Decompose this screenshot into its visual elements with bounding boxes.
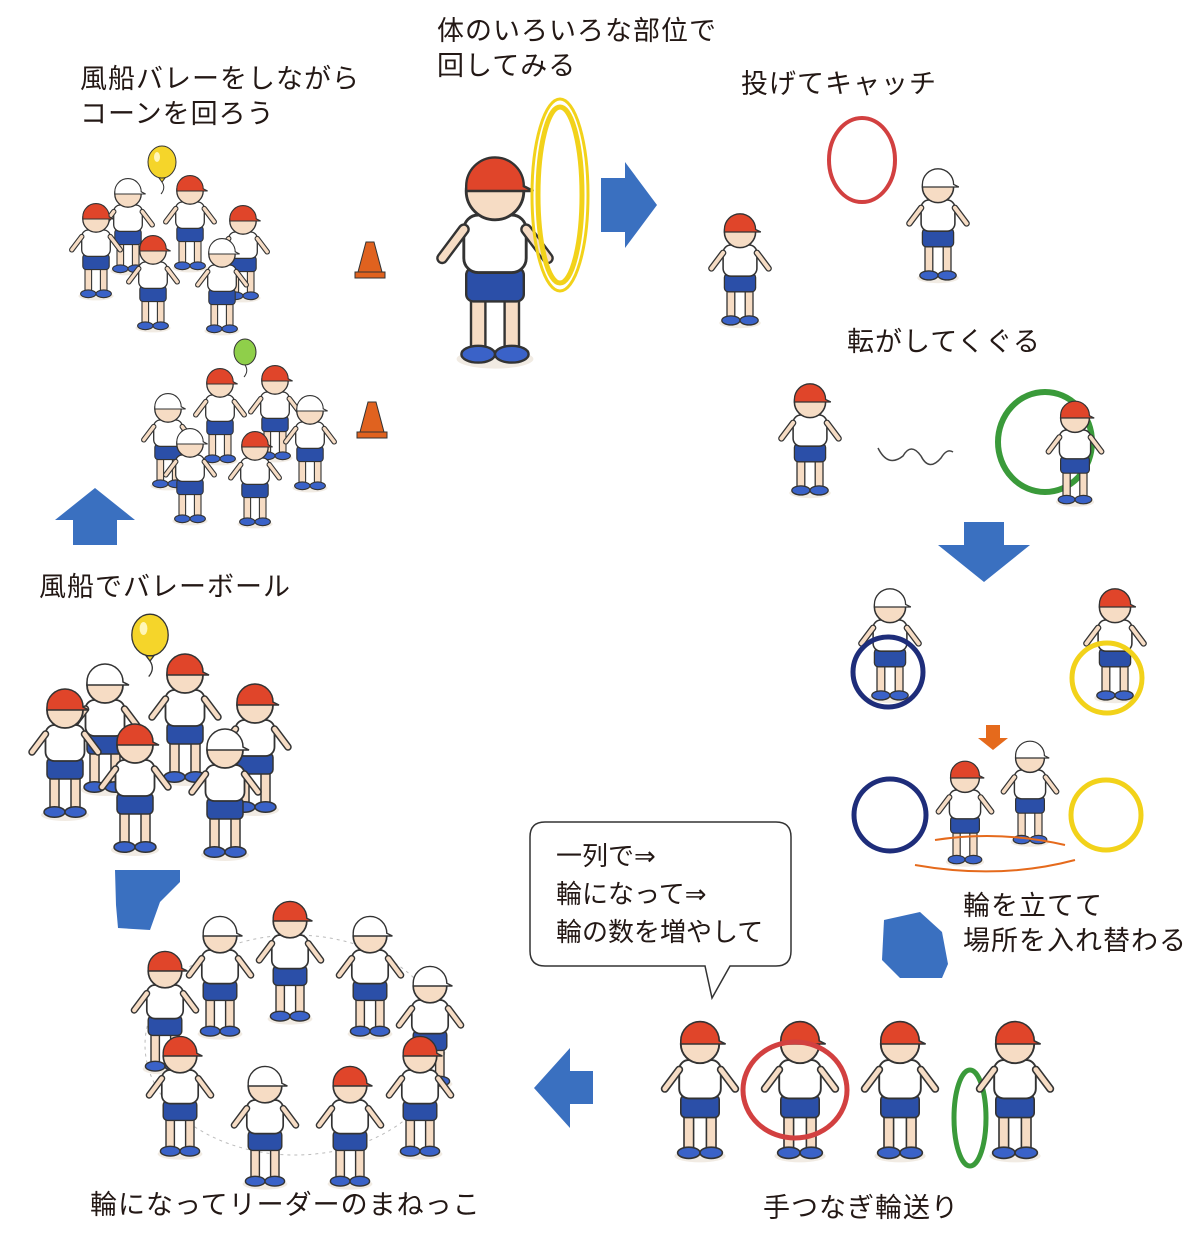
scene-leader: [134, 901, 461, 1189]
label-throw: 投げてキャッチ: [741, 69, 937, 100]
label-roll: 転がしてくぐる: [847, 327, 1041, 358]
scene-volley: [32, 613, 288, 861]
callout-bubble: [529, 821, 792, 1001]
arrow-up-left: [115, 870, 180, 930]
scene-throw: [711, 116, 966, 328]
label-swap: 輪を立てて 場所を入れ替わる: [963, 891, 1187, 957]
arrow-down-1: [938, 522, 1030, 582]
scene-roll: [781, 384, 1101, 507]
arrow-up: [55, 488, 135, 545]
label-leader: 輪になってリーダーのまねっこ: [90, 1190, 481, 1221]
label-cone: 風船バレーをしながら コーンを回ろう: [80, 64, 360, 130]
label-volley: 風船でバレーボール: [39, 572, 291, 603]
arrow-right: [601, 162, 657, 248]
arrow-down-left: [882, 912, 948, 978]
arrow-left: [534, 1048, 593, 1128]
label-pass: 手つなぎ輪送り: [763, 1193, 959, 1224]
scene-pass: [665, 1022, 1050, 1169]
scene-cone: [72, 145, 388, 528]
label-rotate: 体のいろいろな部位で 回してみる: [437, 16, 717, 82]
callout-text: 一列で⇒ 輪になって⇒ 輪の数を増やして: [556, 842, 764, 948]
scene-swap: [850, 589, 1144, 873]
scene-rotate: [442, 97, 590, 369]
arrow-small-orange: [978, 725, 1008, 750]
